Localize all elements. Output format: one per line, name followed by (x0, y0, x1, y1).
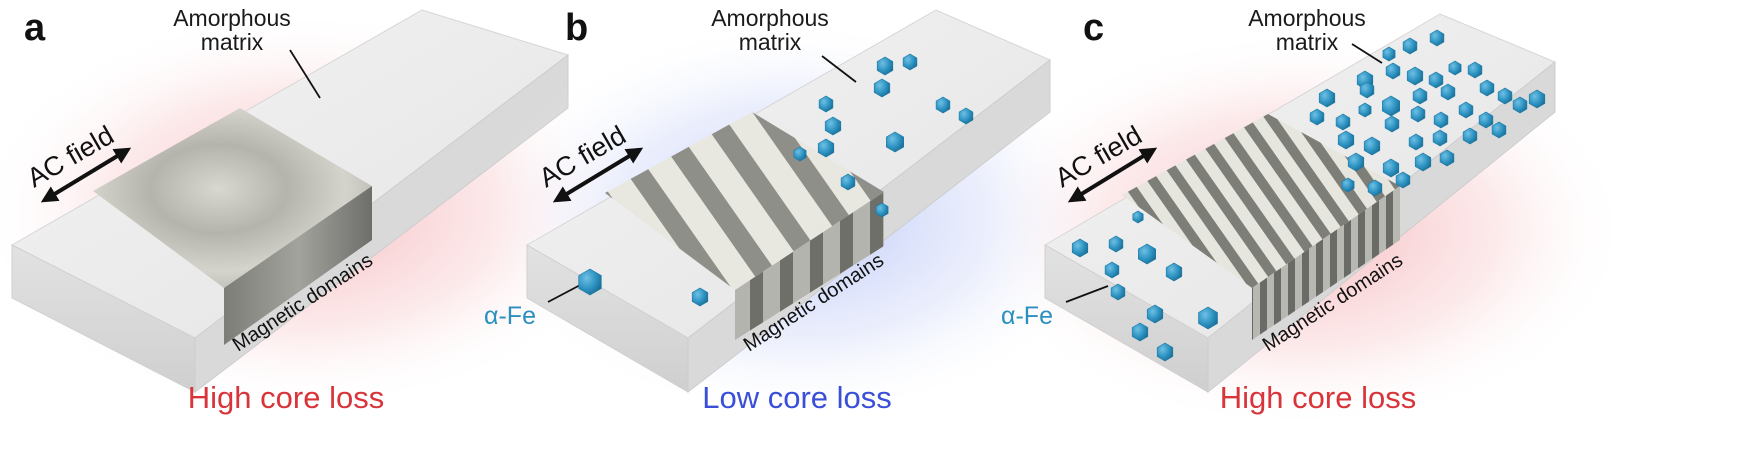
panel-c-particle (1341, 177, 1355, 193)
panel-c-particle (1491, 121, 1507, 139)
panel-c-particle (1467, 61, 1483, 79)
panel-c-particle (1402, 37, 1418, 55)
panel-b-particle (958, 107, 974, 125)
panel-c-particle (1156, 342, 1174, 362)
panel-c-ac-arrow (1067, 147, 1158, 203)
panel-c-particle (1363, 136, 1381, 156)
panel-a-letter: a (24, 7, 46, 49)
panel-b-particle (824, 116, 842, 136)
panel-b-loss-label: Low core loss (702, 380, 892, 415)
panel-a-domain-top (93, 108, 372, 288)
panel-a-loss-label: High core loss (188, 380, 384, 415)
panel-c-particle (1406, 66, 1424, 86)
panel-c-particle (1408, 133, 1424, 151)
panel-c-particle (1458, 101, 1474, 119)
panel-c-particle (1478, 111, 1494, 129)
panel-c-particle (1382, 158, 1400, 178)
panel-c-particle (1146, 304, 1164, 324)
panel-c-particle (1318, 88, 1336, 108)
panel-c-particle (1367, 179, 1383, 197)
panel-a-ac-arrow (40, 147, 132, 203)
panel-c-particle (1512, 96, 1528, 114)
panel-b-domain-front (735, 192, 884, 340)
panel-b-particle (902, 53, 918, 71)
panel-b-fe-leader (547, 282, 585, 303)
panel-b-particle (885, 131, 905, 153)
panel-c-particle (1382, 46, 1396, 62)
panel-c-letter: c (1083, 7, 1104, 49)
panel-c-particle (1104, 261, 1120, 279)
panel-c-particle (1440, 83, 1456, 101)
panel-c-particle (1071, 238, 1089, 258)
panel-c-particle (1497, 87, 1513, 105)
panel-c-particle (1384, 115, 1400, 133)
panel-c-particle (1337, 130, 1355, 150)
panel-c-particle (1448, 60, 1462, 76)
panel-c-particle (1412, 87, 1428, 105)
panel-c-particle (1414, 152, 1432, 172)
panel-c-particle (1382, 95, 1400, 117)
panel-c-particle (1439, 149, 1455, 167)
panel-b-particle (875, 202, 889, 218)
panel-b-particle (876, 56, 894, 76)
panel-c-particle (1309, 108, 1325, 126)
panel-c-fe-leader (1065, 285, 1109, 303)
panel-c-particle (1108, 235, 1124, 253)
panel-c-loss-label: High core loss (1220, 380, 1416, 415)
panel-c-particle (1428, 71, 1444, 89)
panel-b-particles (578, 53, 974, 307)
panel-c-domain-front (1252, 186, 1400, 340)
panel-c-particle (1358, 102, 1372, 118)
panel-c-particle (1385, 62, 1401, 80)
panel-b-particle (840, 173, 856, 191)
panel-b-ac-arrow (552, 147, 644, 203)
panel-c-particle (1462, 127, 1478, 145)
panel-b-particle (691, 287, 709, 307)
panel-c-matrix-leader (1351, 43, 1383, 64)
panel-c-particle (1528, 89, 1546, 109)
panel-c-particle (1479, 79, 1495, 97)
panel-c-particle (1198, 306, 1218, 330)
panel-c-particle (1165, 262, 1183, 282)
panel-c-particle (1131, 322, 1149, 342)
panel-c-particle (1110, 283, 1126, 301)
panel-c-particle (1347, 152, 1365, 172)
panel-b-particle (793, 146, 807, 162)
panel-c-particle (1410, 105, 1426, 123)
panel-c-particles (1071, 29, 1546, 362)
panel-c-particle (1395, 171, 1411, 189)
panel-a-matrix-label-1: Amorphous (173, 5, 291, 31)
panel-b-letter: b (565, 7, 588, 49)
panel-b-matrix-leader (821, 55, 857, 83)
panel-b-particle (578, 268, 602, 296)
panel-b-domain-top (605, 112, 884, 290)
panel-b-matrix-label-1: Amorphous (711, 5, 829, 31)
panel-b-particle (818, 95, 834, 113)
panel-c-particle (1433, 111, 1449, 129)
panel-c-fe-label: α-Fe (1001, 302, 1053, 330)
panel-a-matrix-leader (289, 49, 321, 99)
panel-c-domain-top (1122, 114, 1400, 288)
panel-b-fe-label: α-Fe (484, 302, 536, 330)
panel-b-particle (817, 138, 835, 158)
panel-b-particle (935, 96, 951, 114)
panel-c (970, 13, 1630, 430)
panel-c-particle (1359, 81, 1375, 99)
panel-c-particle (1138, 243, 1156, 265)
panel-c-matrix-label-1: Amorphous (1248, 5, 1366, 31)
panel-a-domain-front (224, 186, 372, 345)
panel-c-matrix-label-2: matrix (1276, 29, 1339, 55)
panel-a (0, 9, 635, 410)
panel-c-particle (1132, 210, 1144, 224)
panel-c-particle (1335, 113, 1351, 131)
panel-b (480, 9, 1120, 420)
panel-a-matrix-label-2: matrix (201, 29, 264, 55)
panel-b-particle (873, 78, 891, 98)
panel-c-particle (1432, 129, 1448, 147)
panel-b-matrix-label-2: matrix (739, 29, 802, 55)
panel-c-particle (1429, 29, 1445, 47)
